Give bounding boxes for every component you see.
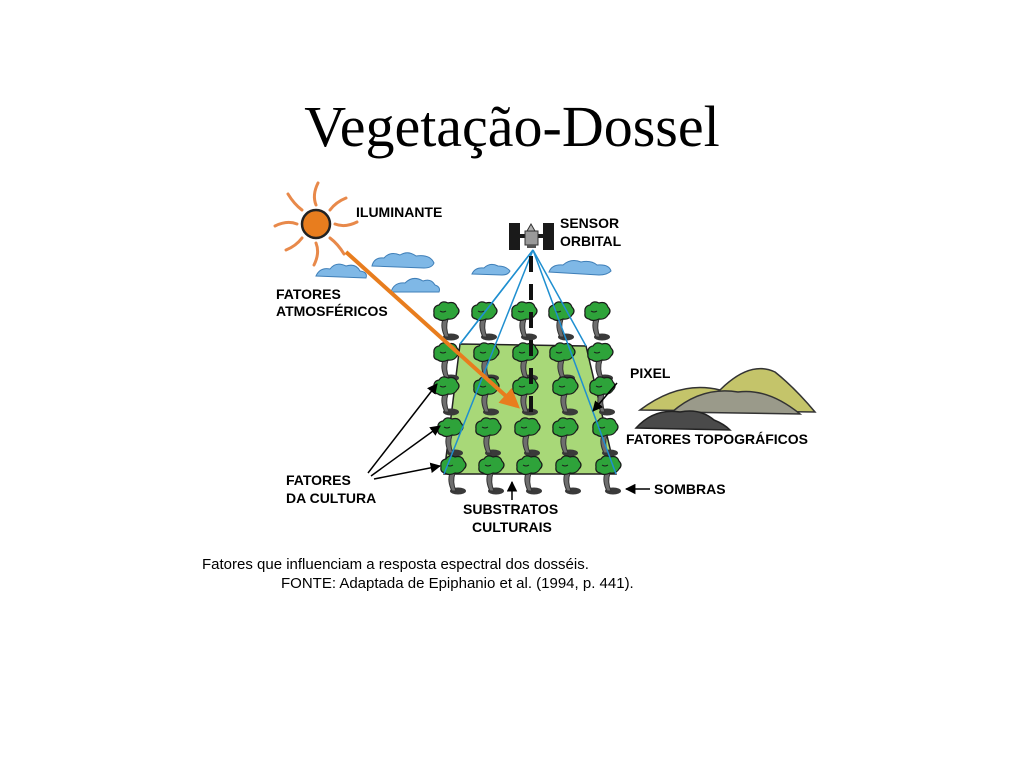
tree-icon (584, 301, 611, 341)
tree-icon (437, 417, 464, 457)
tree-icon (548, 301, 575, 341)
canopy-trees (433, 301, 622, 495)
label-substratos-line1: SUBSTRATOS (463, 501, 558, 517)
tree-icon (478, 455, 505, 495)
tree-icon (595, 455, 622, 495)
mountain-icon (634, 367, 817, 431)
label-cultura-line1: FATORES (286, 472, 351, 488)
cloud-icon (315, 252, 612, 293)
tree-icon (514, 417, 541, 457)
label-atmos-line1: FATORES (276, 286, 341, 302)
tree-icon (475, 417, 502, 457)
sun-icon (273, 181, 359, 267)
tree-icon (471, 301, 498, 341)
satellite-icon (509, 222, 554, 250)
tree-icon (555, 455, 582, 495)
label-sensor-line1: SENSOR (560, 215, 619, 231)
tree-icon (552, 376, 579, 416)
label-atmos-line2: ATMOSFÉRICOS (276, 303, 388, 319)
label-iluminante: ILUMINANTE (356, 204, 442, 220)
label-substratos-line2: CULTURAIS (472, 519, 552, 535)
label-sensor-line2: ORBITAL (560, 233, 622, 249)
caption-line1: Fatores que influenciam a resposta espec… (202, 556, 589, 573)
label-sombras: SOMBRAS (654, 481, 726, 497)
slide-title: Vegetação-Dossel (304, 94, 720, 159)
tree-icon (433, 376, 460, 416)
annotation-arrows (367, 382, 650, 500)
illumination-arrow (344, 250, 520, 409)
label-topograficos: FATORES TOPOGRÁFICOS (626, 431, 808, 447)
label-pixel: PIXEL (630, 365, 671, 381)
tree-icon (516, 455, 543, 495)
tree-icon (511, 301, 538, 341)
caption-line2: FONTE: Adaptada de Epiphanio et al. (199… (281, 575, 634, 592)
tree-icon (440, 455, 467, 495)
sensor-view-lines (443, 249, 617, 475)
label-cultura-line2: DA CULTURA (286, 490, 376, 506)
tree-icon (552, 417, 579, 457)
tree-icon (433, 301, 460, 341)
